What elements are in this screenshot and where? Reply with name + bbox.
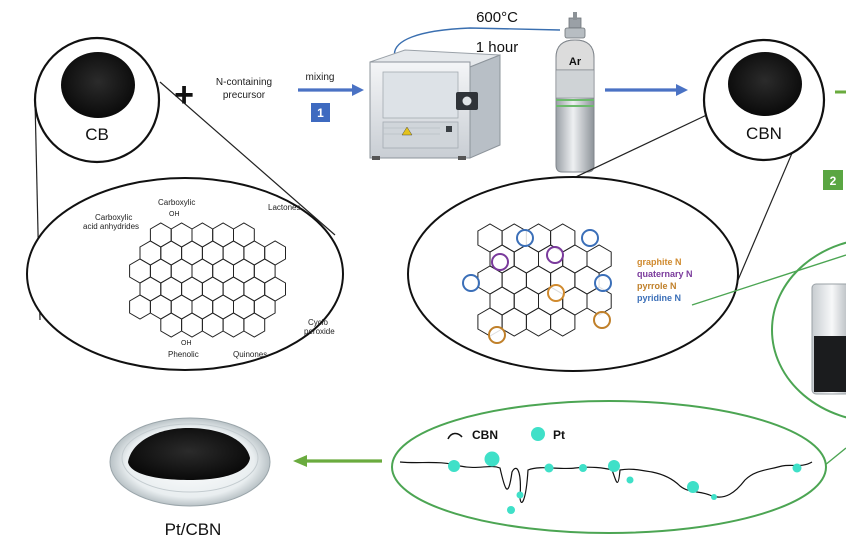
hexagon-ring bbox=[550, 307, 576, 337]
pt-particle bbox=[484, 451, 500, 467]
nitrogen-site-marker bbox=[546, 246, 564, 264]
temperature-label: 600°C bbox=[476, 9, 518, 26]
pt-particle bbox=[448, 460, 460, 472]
pt-particle bbox=[711, 494, 717, 500]
legend-graphite: graphite N bbox=[637, 257, 682, 267]
tube-furnace bbox=[369, 27, 561, 160]
pt-particle bbox=[608, 460, 620, 472]
cb-structure-ellipse bbox=[26, 177, 344, 371]
pt-particle bbox=[579, 464, 587, 472]
group-cyclo-1: Cyclo bbox=[308, 318, 329, 327]
legend-quaternary: quaternary N bbox=[637, 269, 693, 279]
nitrogen-site-marker bbox=[488, 326, 506, 344]
step2-badge bbox=[823, 170, 843, 190]
nitrogen-site-marker bbox=[491, 253, 509, 271]
cb-powder bbox=[61, 52, 135, 118]
group-oh-top: OH bbox=[169, 211, 180, 218]
step1-number: 1 bbox=[317, 106, 324, 120]
nitrogen-site-marker bbox=[547, 284, 565, 302]
precursor-line2: precursor bbox=[223, 90, 266, 101]
mixing-label: mixing bbox=[306, 72, 335, 83]
argon-label: Ar bbox=[569, 56, 582, 68]
arrow-to-product bbox=[293, 455, 382, 467]
pt-key-label: Pt bbox=[553, 428, 565, 442]
group-carboxylic: Carboxylic bbox=[158, 198, 195, 207]
arrow-mixing bbox=[298, 84, 364, 96]
cbn-structure-ellipse bbox=[407, 176, 739, 372]
precursor-line1: N-containing bbox=[216, 77, 272, 88]
pt-particle bbox=[544, 463, 554, 473]
pt-particle bbox=[507, 506, 515, 514]
pt-particle bbox=[792, 463, 802, 473]
cbn-key-symbol bbox=[447, 432, 463, 440]
cb-group: CB Carboxylic OH Carboxylic acid anhydri… bbox=[26, 36, 344, 371]
cb-label: CB bbox=[85, 125, 109, 144]
nitrogen-site-marker bbox=[594, 274, 612, 292]
vial-group bbox=[691, 241, 846, 501]
group-anhydrides-1: Carboxylic bbox=[95, 213, 132, 222]
cbn-powder bbox=[728, 52, 802, 116]
pt-particle bbox=[626, 476, 634, 484]
nitrogen-site-marker bbox=[581, 229, 599, 247]
nitrogen-site-marker bbox=[462, 274, 480, 292]
nitrogen-site-marker bbox=[593, 311, 611, 329]
group-phenolic: Phenolic bbox=[168, 350, 199, 359]
pt-particles bbox=[448, 451, 802, 514]
group-anhydrides-2: acid anhydrides bbox=[83, 222, 139, 231]
cbn-hexagon-sheet bbox=[477, 223, 612, 337]
group-oh-bottom: OH bbox=[181, 340, 192, 347]
group-cyclo-2: peroxide bbox=[304, 327, 335, 336]
step2-number: 2 bbox=[830, 174, 837, 188]
plus-sign: + bbox=[174, 76, 194, 114]
product-label: Pt/CBN bbox=[165, 520, 222, 539]
cbn-group: CBN graphite N quaternary N pyrrole N py… bbox=[407, 38, 826, 372]
arrow-to-cbn bbox=[605, 84, 688, 96]
legend-pyridine: pyridine N bbox=[637, 293, 681, 303]
pt-cbn-zoom: CBN Pt bbox=[391, 400, 827, 534]
step1-badge bbox=[311, 103, 330, 122]
pt-particle bbox=[516, 491, 524, 499]
product-dish bbox=[109, 417, 271, 507]
cbn-label: CBN bbox=[746, 124, 782, 143]
group-quinones: Quinones bbox=[233, 350, 267, 359]
cb-hexagon-sheet bbox=[129, 222, 286, 338]
legend-pyrrole: pyrrole N bbox=[637, 281, 677, 291]
group-lactones: Lactones bbox=[268, 203, 300, 212]
pt-particle bbox=[687, 481, 699, 493]
nitrogen-site-marker bbox=[516, 229, 534, 247]
duration-label: 1 hour bbox=[476, 39, 519, 56]
pt-key-dot bbox=[531, 427, 545, 441]
hexagon-ring bbox=[243, 312, 266, 338]
cbn-key-label: CBN bbox=[472, 428, 498, 442]
argon-cylinder bbox=[555, 12, 595, 173]
